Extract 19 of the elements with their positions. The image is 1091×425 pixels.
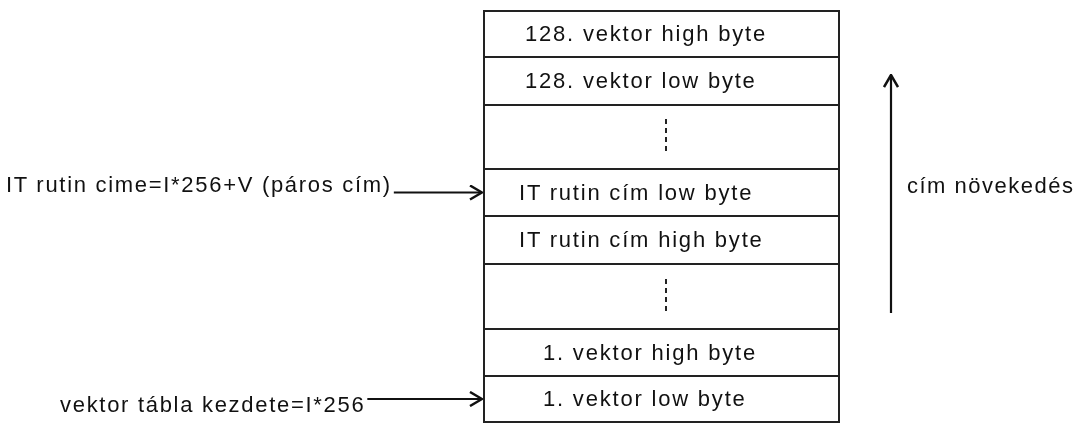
arrow	[367, 390, 484, 408]
table-row	[483, 328, 840, 377]
cell-text: 1. vektor high byte	[543, 339, 757, 366]
table-row	[483, 10, 840, 58]
annotation-text: IT rutin cime=I*256+V (páros cím)	[6, 172, 392, 198]
arrow	[393, 184, 484, 201]
table-row	[483, 104, 840, 170]
axis-label: cím növekedés	[907, 173, 1075, 199]
cell-text: 128. vektor low byte	[525, 68, 757, 94]
cell-text: IT rutin cím high byte	[519, 227, 764, 253]
table-row	[483, 215, 840, 265]
table-row	[483, 56, 840, 106]
cell-text: IT rutin cím low byte	[519, 179, 754, 206]
cell-text: 128. vektor high byte	[525, 21, 768, 47]
annotation-text: vektor tábla kezdete=I*256	[60, 392, 366, 418]
table-row	[483, 168, 840, 217]
table-row	[483, 375, 840, 423]
cell-text: 1. vektor low byte	[543, 386, 747, 412]
table-row	[483, 263, 840, 330]
